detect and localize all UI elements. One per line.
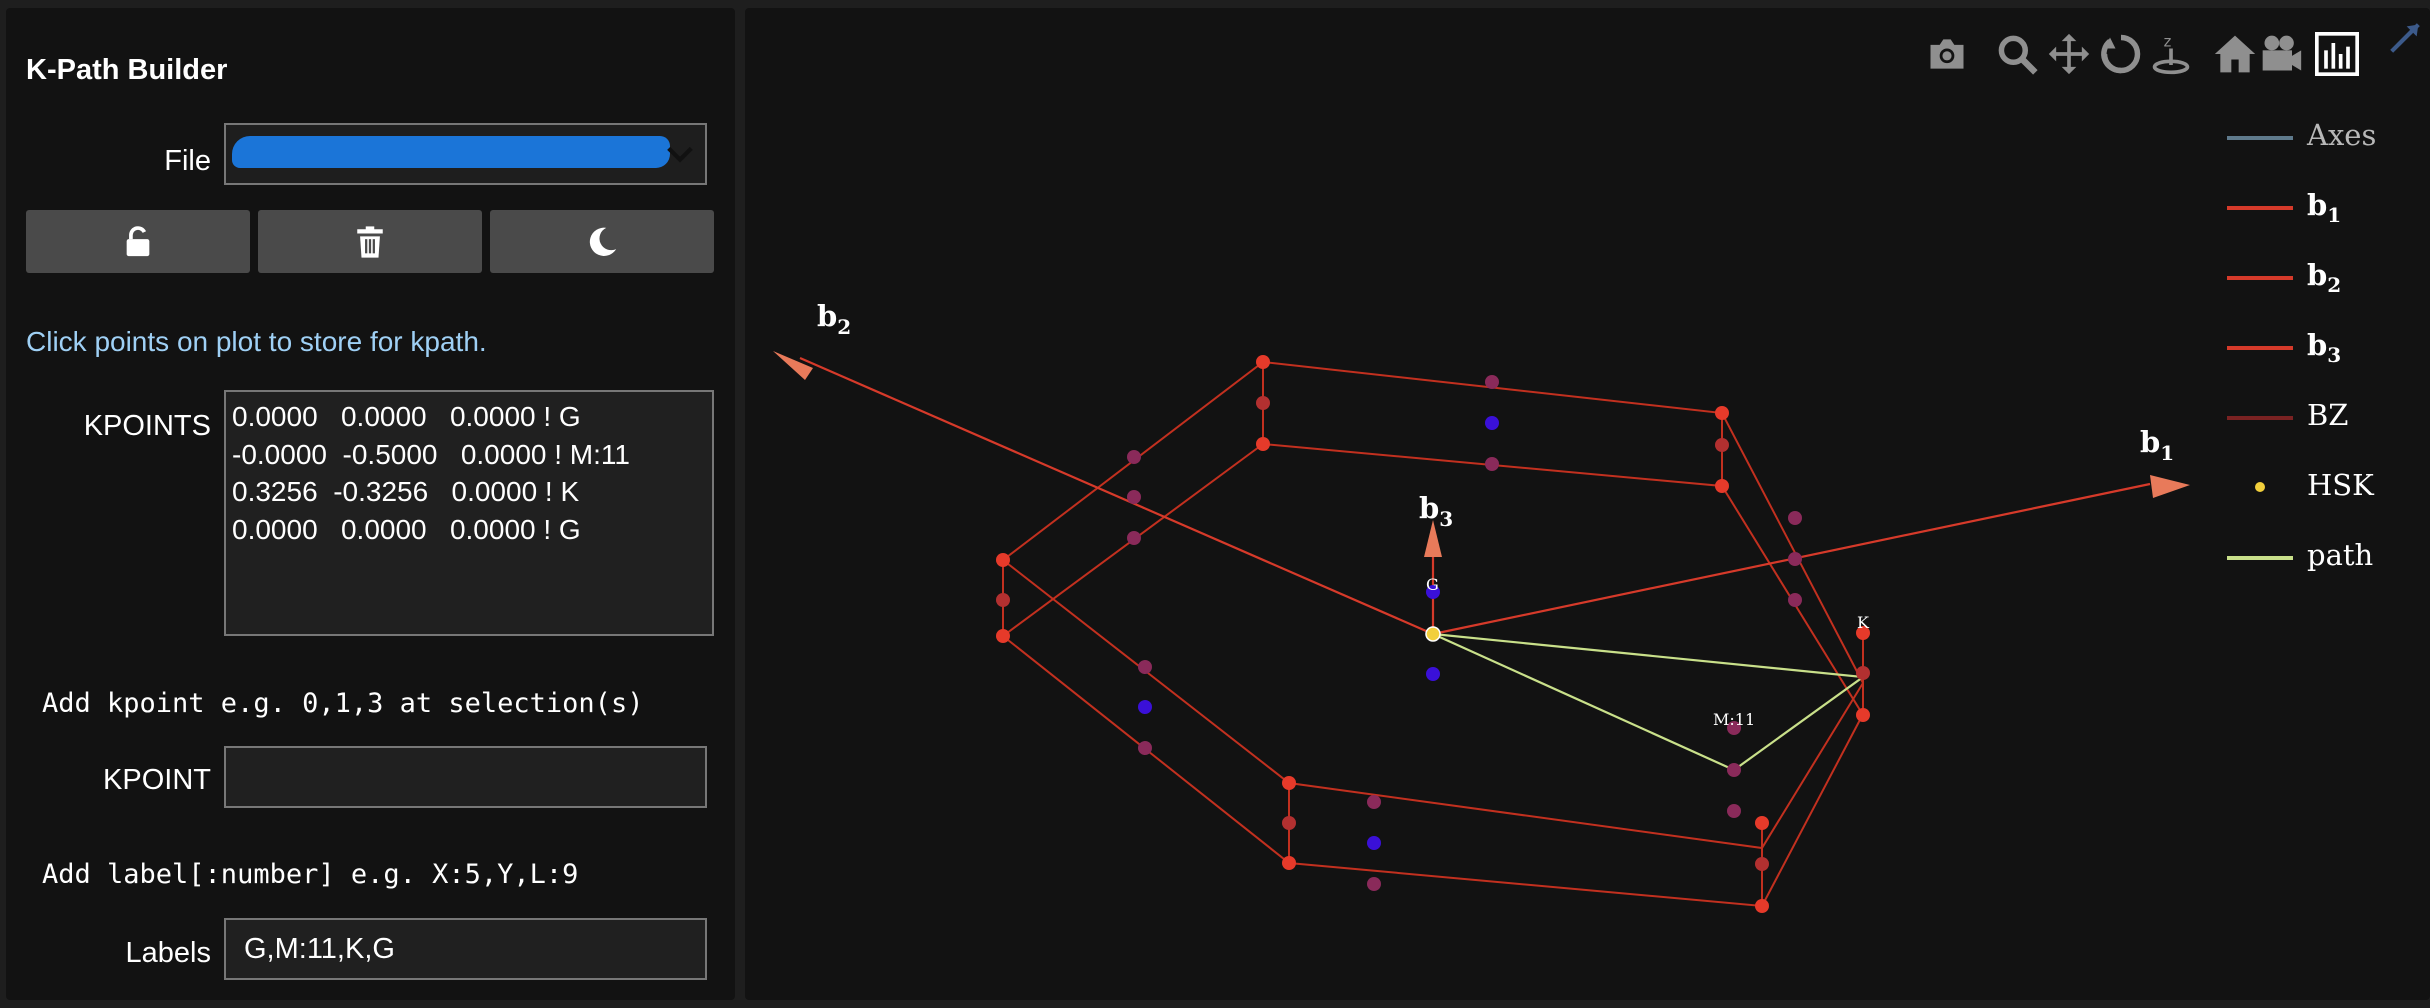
legend-label: b1 bbox=[2307, 188, 2342, 227]
hsk-gamma-point[interactable] bbox=[1425, 626, 1441, 642]
unlock-icon bbox=[126, 225, 150, 256]
legend-swatch bbox=[2227, 276, 2293, 280]
legend-label: b3 bbox=[2307, 328, 2342, 367]
reset-camera-last-save-icon[interactable] bbox=[2259, 32, 2303, 76]
zoom-icon[interactable] bbox=[1995, 32, 2039, 76]
pan-icon[interactable] bbox=[2047, 32, 2091, 76]
b3-cone bbox=[1424, 520, 1442, 557]
svg-text:z: z bbox=[2164, 34, 2172, 51]
gamma-label: G bbox=[1426, 575, 1439, 594]
legend-label: Axes bbox=[2307, 118, 2377, 152]
kpoints-label: KPOINTS bbox=[83, 410, 211, 442]
legend-label: path bbox=[2307, 538, 2374, 572]
plotly-logo-icon[interactable] bbox=[2315, 32, 2359, 76]
control-panel: K-Path Builder File Click points on plot… bbox=[6, 8, 735, 1000]
legend-swatch bbox=[2227, 346, 2293, 350]
legend-label: BZ bbox=[2307, 398, 2349, 432]
camera-icon[interactable] bbox=[1925, 32, 1969, 76]
legend-swatch bbox=[2255, 482, 2265, 492]
reset-camera-home-icon[interactable] bbox=[2213, 32, 2257, 76]
bz-face-points[interactable] bbox=[1138, 416, 1499, 850]
file-label: File bbox=[164, 145, 211, 177]
instruction-text: Click points on plot to store for kpath. bbox=[26, 326, 487, 357]
unlock-button[interactable] bbox=[26, 210, 250, 273]
delete-button[interactable] bbox=[258, 210, 482, 273]
bz-edge-midpoints[interactable] bbox=[996, 375, 1870, 891]
m-label: M:11 bbox=[1713, 710, 1755, 729]
legend-swatch bbox=[2227, 136, 2293, 140]
labels-label: Labels bbox=[125, 937, 211, 969]
turntable-rotation-icon[interactable]: z bbox=[2149, 32, 2193, 76]
theme-toggle-button[interactable] bbox=[490, 210, 714, 273]
orbit-rotation-icon[interactable] bbox=[2099, 32, 2143, 76]
b3-axis-label: b3 bbox=[1419, 491, 1453, 531]
kpoints-textarea[interactable]: 0.0000 0.0000 0.0000 ! G -0.0000 -0.5000… bbox=[224, 390, 714, 636]
bz-vertices[interactable] bbox=[996, 355, 1870, 913]
add-kpoint-instruction: Add kpoint e.g. 0,1,3 at selection(s) bbox=[42, 688, 644, 719]
kpath-lines bbox=[1432, 632, 1866, 772]
b2-vector bbox=[799, 356, 1434, 636]
legend-swatch bbox=[2227, 206, 2293, 210]
trash-icon bbox=[357, 225, 383, 258]
plot-modebar: z bbox=[745, 23, 2430, 82]
chevron-down-icon bbox=[667, 146, 693, 163]
legend-swatch bbox=[2227, 416, 2293, 420]
b2-axis-label: b2 bbox=[817, 299, 851, 339]
app-title: K-Path Builder bbox=[26, 54, 228, 86]
file-select-value bbox=[232, 136, 670, 168]
labels-input[interactable]: G,M:11,K,G bbox=[224, 918, 707, 980]
file-select[interactable] bbox=[224, 123, 707, 185]
add-label-instruction: Add label[:number] e.g. X:5,Y,L:9 bbox=[42, 859, 579, 890]
b1-axis-label: b1 bbox=[2140, 425, 2174, 465]
brillouin-zone-plot[interactable]: G M:11 K b2 b1 b3 bbox=[745, 8, 2430, 1000]
b2-cone bbox=[773, 351, 813, 380]
b1-cone bbox=[2150, 475, 2190, 498]
expand-icon[interactable] bbox=[2385, 18, 2425, 58]
k-label: K bbox=[1857, 613, 1870, 632]
kpoint-label: KPOINT bbox=[103, 764, 211, 796]
moon-icon bbox=[589, 227, 617, 256]
legend-label: b2 bbox=[2307, 258, 2342, 297]
kpoint-input[interactable] bbox=[224, 746, 707, 808]
plot-area[interactable]: G M:11 K b2 b1 b3 z bbox=[745, 8, 2430, 1000]
legend-swatch bbox=[2227, 556, 2293, 560]
legend-label: HSK bbox=[2307, 468, 2374, 502]
